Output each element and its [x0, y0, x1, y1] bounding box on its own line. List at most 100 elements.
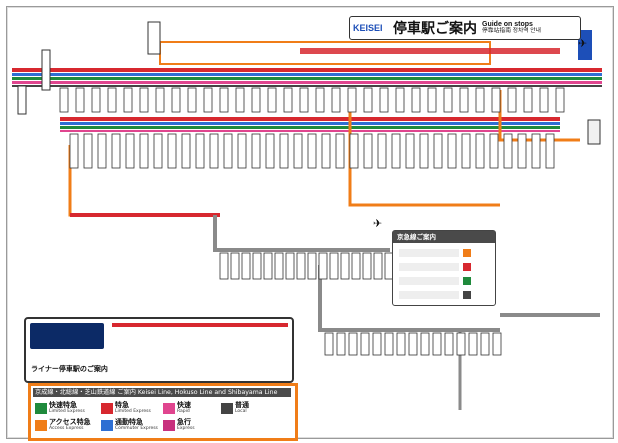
station-marker[interactable] [350, 134, 358, 168]
station-marker[interactable] [140, 134, 148, 168]
station-marker[interactable] [460, 88, 468, 112]
station-marker[interactable] [286, 253, 294, 279]
station-marker[interactable] [268, 88, 276, 112]
station-marker[interactable] [280, 134, 288, 168]
station-marker[interactable] [98, 134, 106, 168]
station-marker[interactable] [476, 134, 484, 168]
station-marker[interactable] [220, 88, 228, 112]
station-marker[interactable] [330, 253, 338, 279]
station-marker[interactable] [252, 134, 260, 168]
station-marker[interactable] [409, 333, 417, 355]
station-marker[interactable] [462, 134, 470, 168]
station-marker[interactable] [231, 253, 239, 279]
station-marker[interactable] [349, 333, 357, 355]
station-marker[interactable] [361, 333, 369, 355]
station-top-branch[interactable] [148, 22, 160, 54]
station-marker[interactable] [518, 134, 526, 168]
station-nippori[interactable] [42, 50, 50, 90]
station-marker[interactable] [396, 88, 404, 112]
station-marker[interactable] [253, 253, 261, 279]
station-marker[interactable] [252, 88, 260, 112]
station-marker[interactable] [412, 88, 420, 112]
station-marker[interactable] [352, 253, 360, 279]
station-marker[interactable] [332, 88, 340, 112]
station-marker[interactable] [445, 333, 453, 355]
station-marker[interactable] [297, 253, 305, 279]
station-marker[interactable] [154, 134, 162, 168]
station-marker[interactable] [406, 134, 414, 168]
station-marker[interactable] [373, 333, 381, 355]
station-marker[interactable] [156, 88, 164, 112]
station-marker[interactable] [420, 134, 428, 168]
station-marker[interactable] [84, 134, 92, 168]
station-marker[interactable] [546, 134, 554, 168]
station-marker[interactable] [172, 88, 180, 112]
station-marker[interactable] [364, 88, 372, 112]
station-marker[interactable] [236, 88, 244, 112]
station-marker[interactable] [308, 253, 316, 279]
station-marker[interactable] [348, 88, 356, 112]
station-ueno[interactable] [18, 86, 26, 114]
station-marker[interactable] [421, 333, 429, 355]
station-marker[interactable] [182, 134, 190, 168]
station-marker[interactable] [341, 253, 349, 279]
station-marker[interactable] [508, 88, 516, 112]
station-marker[interactable] [444, 88, 452, 112]
station-marker[interactable] [428, 88, 436, 112]
station-marker[interactable] [284, 88, 292, 112]
station-marker[interactable] [204, 88, 212, 112]
station-marker[interactable] [126, 134, 134, 168]
station-marker[interactable] [264, 253, 272, 279]
station-marker[interactable] [492, 88, 500, 112]
station-marker[interactable] [532, 134, 540, 168]
station-marker[interactable] [524, 88, 532, 112]
station-marker[interactable] [224, 134, 232, 168]
station-marker[interactable] [112, 134, 120, 168]
station-marker[interactable] [60, 88, 68, 112]
station-marker[interactable] [504, 134, 512, 168]
station-marker[interactable] [124, 88, 132, 112]
station-marker[interactable] [364, 134, 372, 168]
station-marker[interactable] [337, 333, 345, 355]
station-marker[interactable] [220, 253, 228, 279]
station-marker[interactable] [380, 88, 388, 112]
station-marker[interactable] [434, 134, 442, 168]
station-marker[interactable] [319, 253, 327, 279]
station-marker[interactable] [469, 333, 477, 355]
station-marker[interactable] [457, 333, 465, 355]
station-marker[interactable] [378, 134, 386, 168]
station-marker[interactable] [325, 333, 333, 355]
station-marker[interactable] [210, 134, 218, 168]
station-marker[interactable] [266, 134, 274, 168]
station-marker[interactable] [493, 333, 501, 355]
station-marker[interactable] [76, 88, 84, 112]
station-marker[interactable] [448, 134, 456, 168]
station-marker[interactable] [196, 134, 204, 168]
station-marker[interactable] [316, 88, 324, 112]
station-marker[interactable] [556, 88, 564, 112]
station-marker[interactable] [308, 134, 316, 168]
station-marker[interactable] [385, 333, 393, 355]
station-marker[interactable] [108, 88, 116, 112]
station-marker[interactable] [275, 253, 283, 279]
station-marker[interactable] [168, 134, 176, 168]
station-marker[interactable] [336, 134, 344, 168]
station-marker[interactable] [397, 333, 405, 355]
station-marker[interactable] [433, 333, 441, 355]
station-marker[interactable] [322, 134, 330, 168]
station-marker[interactable] [188, 88, 196, 112]
station-marker[interactable] [140, 88, 148, 112]
station-marker[interactable] [363, 253, 371, 279]
station-marker[interactable] [374, 253, 382, 279]
station-marker[interactable] [300, 88, 308, 112]
station-marker[interactable] [481, 333, 489, 355]
station-marker[interactable] [238, 134, 246, 168]
airport-terminal-2[interactable] [588, 120, 600, 144]
station-marker[interactable] [242, 253, 250, 279]
station-marker[interactable] [70, 134, 78, 168]
station-marker[interactable] [294, 134, 302, 168]
station-marker[interactable] [476, 88, 484, 112]
station-marker[interactable] [540, 88, 548, 112]
station-marker[interactable] [92, 88, 100, 112]
station-marker[interactable] [490, 134, 498, 168]
